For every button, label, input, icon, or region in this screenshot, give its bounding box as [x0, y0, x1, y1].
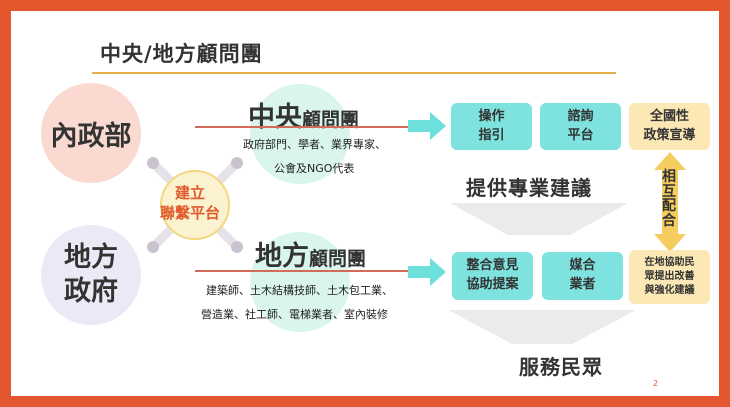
service-funnel-shape — [448, 310, 636, 344]
local-arrow-icon — [408, 258, 446, 286]
local-advisory-heading: 地方顧問團 — [255, 234, 366, 273]
advice-funnel-shape — [450, 203, 628, 235]
professional-advice-label: 提供專業建議 — [466, 176, 592, 200]
central-advisory-heading: 中央顧問團 — [248, 95, 359, 134]
central-advisory-heading-big: 中央 — [248, 102, 302, 133]
operation-guide-line2: 指引 — [478, 127, 505, 143]
platform-badge-line1: 建立 — [175, 184, 206, 202]
page-title: 中央/地方顧問團 — [100, 42, 263, 66]
platform-badge-line2: 聯繫平台 — [160, 204, 221, 223]
national-policy-box: 全國性政策宣導 — [629, 103, 710, 150]
local-advisory-backdrop — [250, 232, 350, 332]
integrate-opinions-box: 整合意見協助提案 — [452, 252, 533, 300]
local-advisory-heading-small: 顧問團 — [309, 248, 367, 270]
local-assistance-line1: 在地協助民 — [644, 257, 695, 268]
operation-guide-line1: 操作 — [478, 108, 505, 124]
local-members-line1: 建築師、土木結構技師、土木包工業、 — [206, 284, 393, 297]
integrate-opinions-line1: 整合意見 — [466, 258, 519, 274]
local-members-line2: 營造業、社工師、電梯業者、室內裝修 — [201, 308, 388, 321]
title-underline — [92, 72, 616, 74]
local-assistance-box: 在地協助民眾提出改善與強化建議 — [629, 250, 710, 304]
integrate-opinions-line2: 協助提案 — [466, 277, 519, 292]
local-advisory-heading-big: 地方 — [255, 241, 309, 272]
local-gov-label-line1: 地方 — [64, 242, 118, 274]
local-assistance-line2: 眾提出改善 — [644, 271, 695, 282]
central-advisory-heading-small: 顧問團 — [302, 109, 360, 131]
match-contractors-line1: 媒合 — [569, 258, 596, 274]
page-number: 2 — [653, 379, 659, 388]
platform-badge-label: 建立 聯繫平台 — [160, 183, 220, 224]
central-members-line1: 政府部門、學者、業界專家、 — [243, 138, 386, 151]
local-gov-circle: 地方 政府 — [41, 225, 141, 325]
local-assistance-line3: 與強化建議 — [644, 285, 695, 296]
serve-public-label: 服務民眾 — [519, 355, 603, 379]
national-policy-line2: 政策宣導 — [643, 127, 696, 143]
central-arrow-icon — [408, 112, 446, 140]
operation-guide-box: 操作指引 — [451, 103, 532, 150]
central-advisory-backdrop — [250, 84, 350, 184]
match-contractors-line2: 業者 — [569, 277, 596, 292]
match-contractors-box: 媒合業者 — [542, 252, 623, 300]
central-gov-circle: 內政部 — [41, 83, 141, 183]
consultation-platform-line1: 諮詢 — [567, 108, 594, 124]
central-divider — [195, 126, 410, 128]
mutual-coordination-label: 相互配合 — [662, 169, 676, 230]
consultation-platform-line2: 平台 — [567, 127, 594, 143]
mutual-coordination-arrow-icon — [654, 152, 686, 252]
local-gov-label-line2: 政府 — [64, 276, 118, 307]
central-gov-label: 內政部 — [50, 120, 132, 152]
consultation-platform-box: 諮詢平台 — [540, 103, 621, 150]
central-members-line2: 公會及NGO代表 — [274, 162, 355, 175]
local-divider — [195, 270, 410, 272]
national-policy-line1: 全國性 — [649, 108, 689, 124]
platform-connector-icon — [147, 157, 243, 253]
